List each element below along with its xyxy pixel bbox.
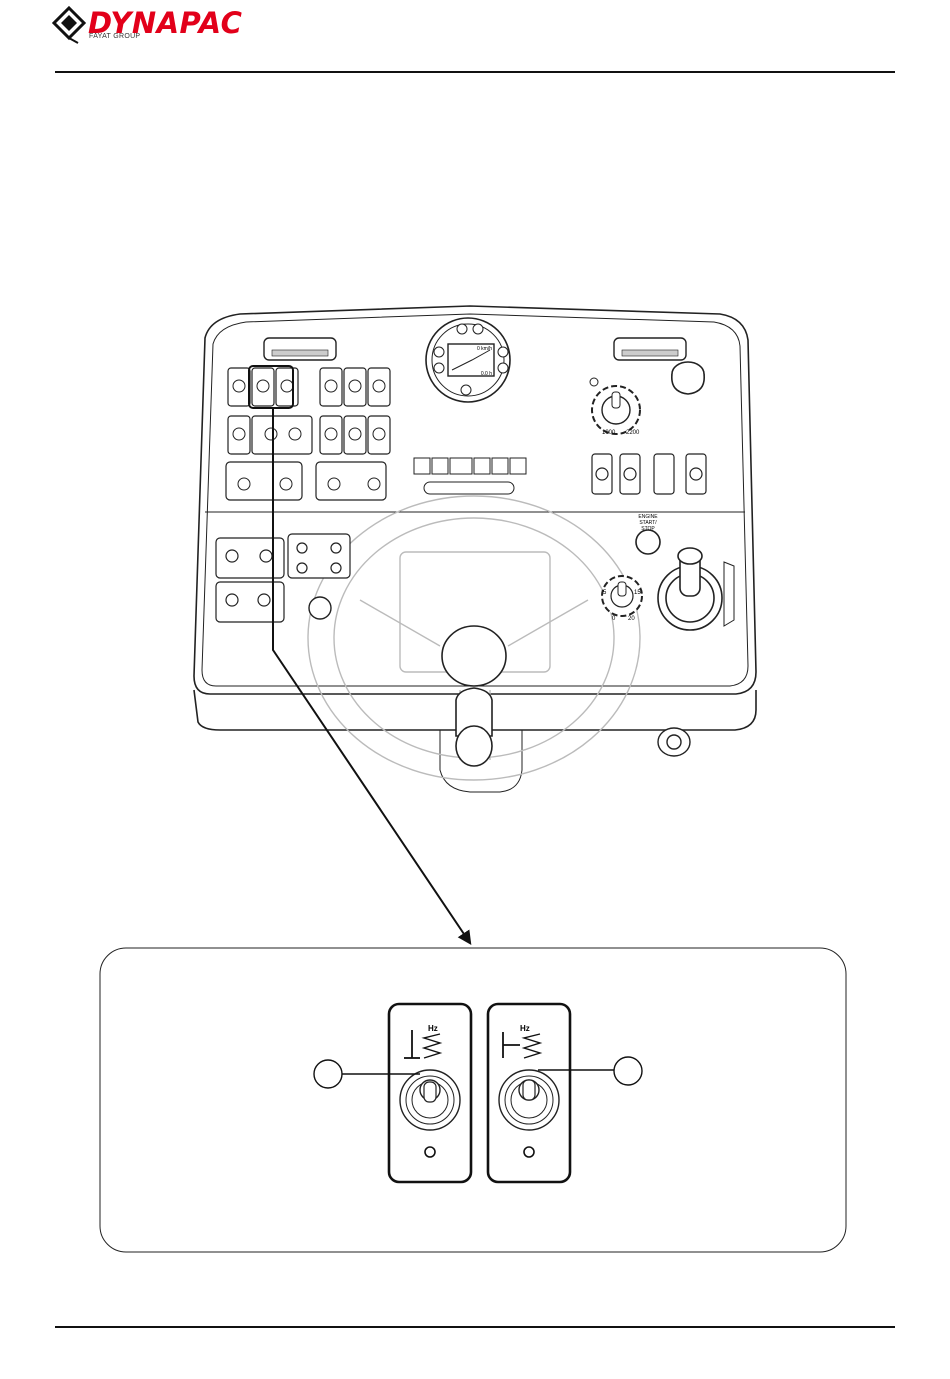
symbol-row xyxy=(414,458,526,494)
switch-grid xyxy=(226,368,390,500)
speed-dial: 5 15 0 20 xyxy=(602,576,642,622)
drive-joystick xyxy=(658,548,734,630)
footer-rule xyxy=(55,1326,895,1328)
detail-switch-right: Hz xyxy=(488,1004,570,1182)
detail-switch-left: Hz xyxy=(389,1004,471,1182)
lower-left-switches xyxy=(216,534,350,622)
speed-value-2: 15 xyxy=(634,590,641,596)
indicator-strip-left xyxy=(264,338,336,360)
indicator-strip-right xyxy=(614,338,686,360)
switch-left-hz-label: Hz xyxy=(428,1024,438,1033)
emergency-stop-knob xyxy=(672,362,704,394)
detail-panel xyxy=(100,948,846,1252)
right-switch-group xyxy=(592,454,706,494)
switch-right-hz-label: Hz xyxy=(520,1024,530,1033)
display-speed: 0 km/h xyxy=(477,346,492,352)
rpm-dial: 1000 2200 xyxy=(590,378,640,436)
rpm-high-label: 2200 xyxy=(626,430,640,436)
callout-circle-right xyxy=(614,1057,642,1085)
callout-circle-left xyxy=(314,1060,342,1088)
steering-hub xyxy=(442,626,506,766)
engine-start-stop-button: ENGINE START/ STOP xyxy=(636,514,660,554)
bottom-cap xyxy=(658,728,690,756)
speed-value-3: 0 xyxy=(612,616,616,622)
rpm-low-label: 1000 xyxy=(602,430,616,436)
speed-value-4: 20 xyxy=(628,616,635,622)
central-display: 0 km/h 0.0 h xyxy=(426,318,510,402)
display-value: 0.0 h xyxy=(481,371,492,377)
